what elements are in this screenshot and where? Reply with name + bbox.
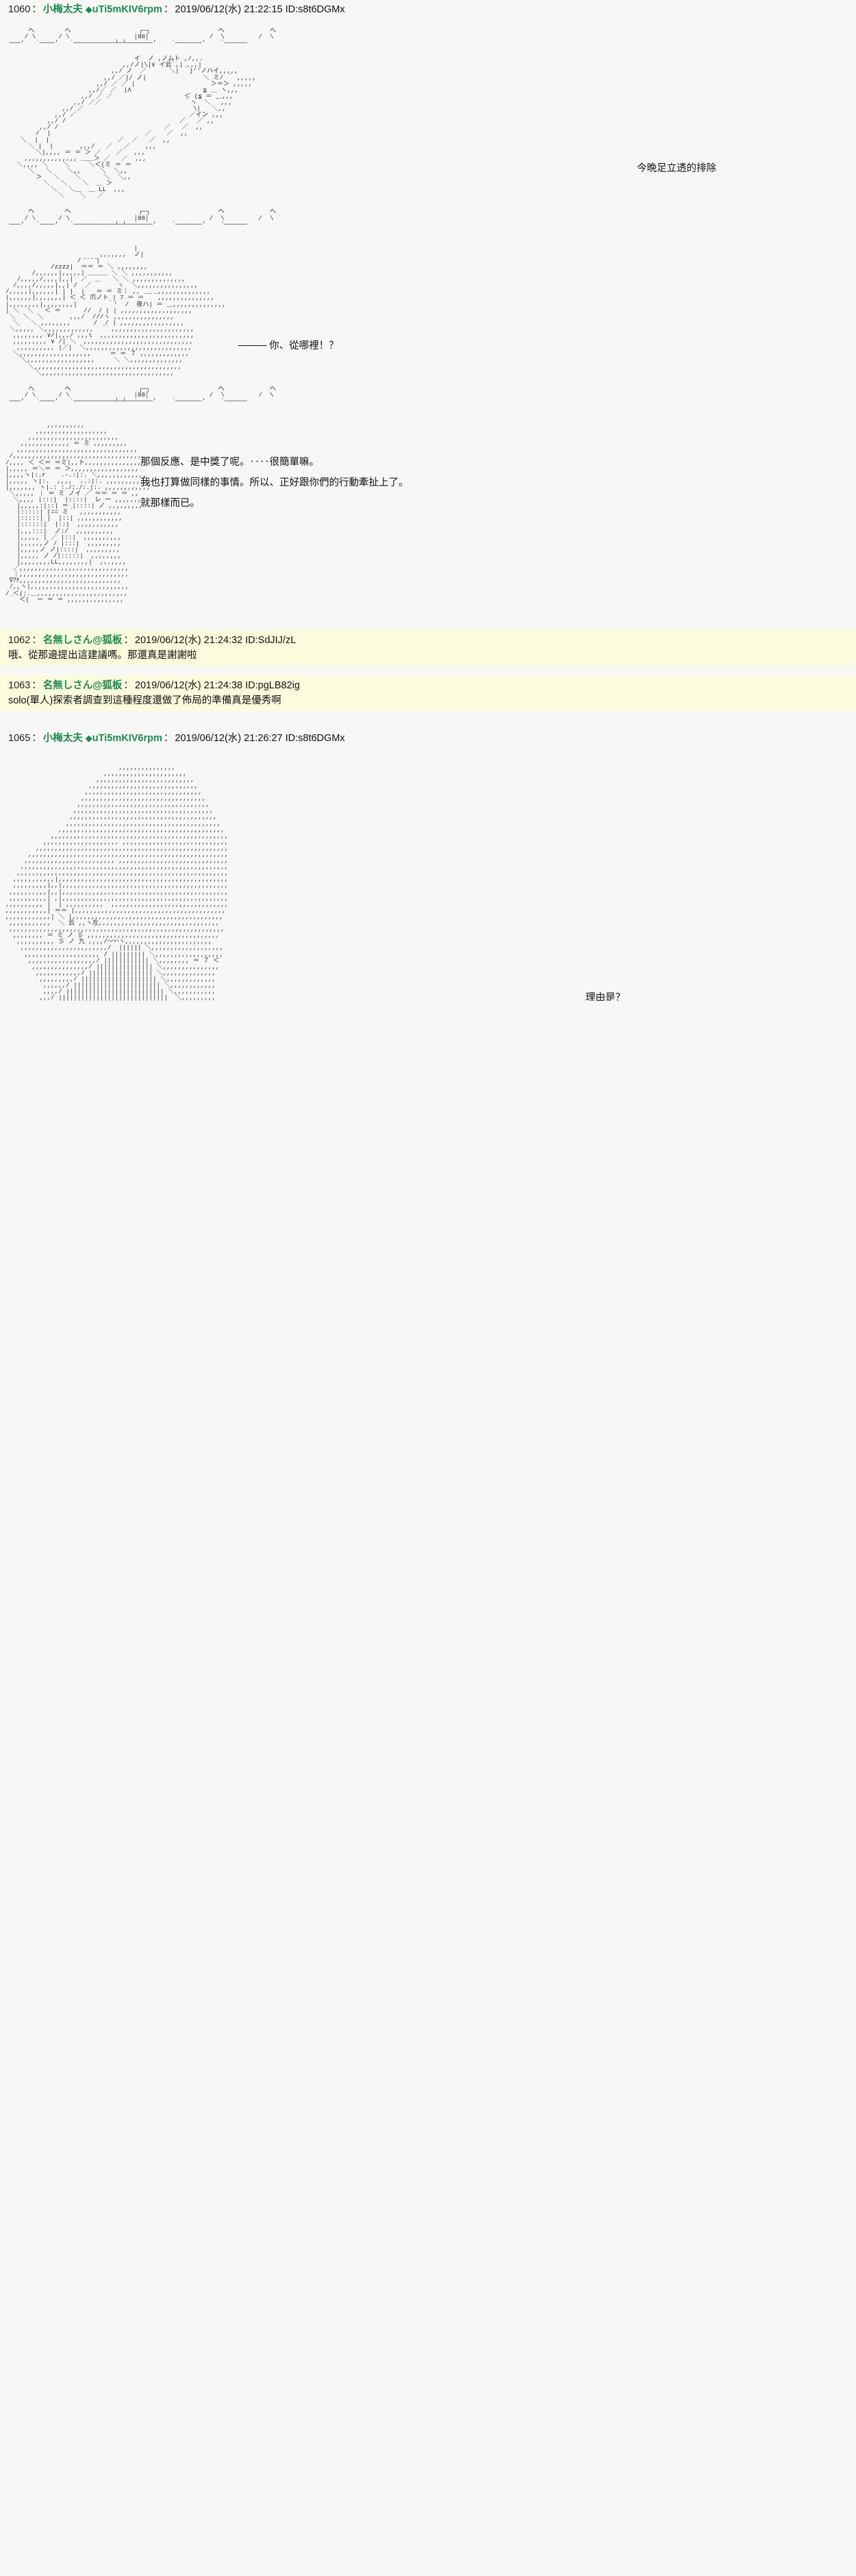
post-separator: ： bbox=[163, 732, 174, 744]
post-separator: ： bbox=[32, 732, 42, 744]
thread-page: 1060：小梅太夫 ◆uTi5mKIV6rpm：2019/06/12(水) 21… bbox=[0, 0, 856, 1001]
post-id: ID:s8t6DGMx bbox=[285, 4, 345, 15]
post-author[interactable]: 小梅太夫 bbox=[42, 732, 83, 744]
dialogue-line-2: ──── 你、從哪裡！？ bbox=[238, 338, 339, 353]
spacer bbox=[0, 227, 856, 245]
post-tripcode: uTi5mKIV6rpm bbox=[92, 732, 162, 744]
aa-border-top: へ へ ┌─┐ へ へ / \ / \ │88│ / \ / \ ───' `─… bbox=[9, 27, 277, 47]
post-body-line: 哦、從那邊提出這建議嗎。那還真是謝謝啦 bbox=[8, 649, 197, 661]
post-date: 2019/06/12(水) 21:24:32 bbox=[134, 634, 243, 646]
tripcode-diamond-icon: ◆ bbox=[85, 732, 92, 743]
spacer bbox=[0, 747, 856, 764]
post-author[interactable]: 名無しさん@狐板 bbox=[42, 679, 123, 691]
spacer bbox=[0, 404, 856, 422]
post-separator: ： bbox=[123, 679, 134, 691]
dialogue-line-3b: 我也打算做同樣的事情。所以、正好跟你們的行動牽扯上了。 bbox=[140, 477, 409, 488]
post-body-line: solo(單人)探索者調查到這種程度還做了佈局的準備真是優秀啊 bbox=[8, 695, 281, 706]
post-author[interactable]: 小梅太夫 bbox=[42, 4, 83, 15]
post-number: 1065 bbox=[8, 732, 31, 744]
spacer bbox=[0, 711, 856, 729]
post-1062: 1062：名無しさん@狐板：2019/06/12(水) 21:24:32 ID:… bbox=[0, 629, 856, 666]
dialogue-text: 你、從哪裡！？ bbox=[269, 340, 339, 351]
post-1060: 1060：小梅太夫 ◆uTi5mKIV6rpm：2019/06/12(水) 21… bbox=[0, 0, 856, 630]
post-1065: 1065：小梅太夫 ◆uTi5mKIV6rpm：2019/06/12(水) 21… bbox=[0, 729, 856, 1001]
post-header: 1065：小梅太夫 ◆uTi5mKIV6rpm：2019/06/12(水) 21… bbox=[0, 729, 856, 747]
aa-scene-3: ,,,,,,,,,, ,,,,,,,,,,,,,,,,,,, ,,,,,,,,,… bbox=[0, 422, 856, 603]
post-separator: ： bbox=[32, 4, 42, 15]
post-separator: ： bbox=[163, 4, 174, 15]
post-separator: ： bbox=[32, 679, 42, 691]
aa-border-bottom: へ へ ┌─┐ へ へ / \ / \ │88│ / \ / \ ───' `─… bbox=[9, 208, 277, 228]
post-header: 1060：小梅太夫 ◆uTi5mKIV6rpm：2019/06/12(水) 21… bbox=[0, 0, 856, 18]
aa-scene-1: へ へ ┌─┐ へ へ / \ / \ │88│ / \ / \ ───' `─… bbox=[0, 27, 856, 227]
post-author[interactable]: 名無しさん@狐板 bbox=[42, 634, 123, 646]
spacer bbox=[0, 603, 856, 630]
post-separator: ： bbox=[123, 634, 134, 646]
post-date: 2019/06/12(水) 21:24:38 bbox=[134, 679, 243, 691]
post-number: 1060 bbox=[8, 4, 31, 15]
aa-border-bottom-2: へ へ ┌─┐ へ へ / \ / \ │88│ / \ / \ ───' `─… bbox=[9, 384, 277, 405]
spacer bbox=[0, 666, 856, 675]
post-header: 1063：名無しさん@狐板：2019/06/12(水) 21:24:38 ID:… bbox=[0, 675, 856, 694]
dialogue-dash: ──── bbox=[238, 340, 267, 351]
post-id: ID:s8t6DGMx bbox=[285, 732, 345, 744]
aa-scene-4: ,,,,,,,,,,,,,,, ,,,,,,,,,,,,,,,,,,,,,, ,… bbox=[0, 764, 856, 1001]
post-separator: ： bbox=[32, 634, 42, 646]
aa-art-character-3: ,,,,,,,,,, ,,,,,,,,,,,,,,,,,,, ,,,,,,,,,… bbox=[5, 421, 155, 603]
post-header: 1062：名無しさん@狐板：2019/06/12(水) 21:24:32 ID:… bbox=[0, 630, 856, 649]
aa-art-hand: イ ノ ,ノムト ,/,,. ,,/ノ|\|∨ イ云`,| ,,,| ,,/ ノ… bbox=[16, 55, 256, 200]
post-number: 1063 bbox=[8, 679, 31, 691]
dialogue-line-1: 今晩足立透的排除 bbox=[637, 163, 716, 174]
spacer bbox=[0, 376, 856, 386]
spacer bbox=[0, 18, 856, 27]
post-id: ID:SdJIJ/zL bbox=[245, 634, 297, 646]
spacer bbox=[0, 46, 856, 55]
post-date: 2019/06/12(水) 21:26:27 bbox=[175, 732, 283, 744]
post-id: ID:pgLB82ig bbox=[245, 679, 300, 691]
post-1063: 1063：名無しさん@狐板：2019/06/12(水) 21:24:38 ID:… bbox=[0, 675, 856, 711]
post-date: 2019/06/12(水) 21:22:15 bbox=[175, 4, 283, 15]
aa-art-character-4: ,,,,,,,,,,,,,,, ,,,,,,,,,,,,,,,,,,,,,, ,… bbox=[5, 763, 229, 1001]
post-tripcode: uTi5mKIV6rpm bbox=[92, 4, 162, 15]
aa-scene-2: | ,,,,,,, ノ| / ̄ ̄ ̄ ̄| /zzzz| ＝＝ ＝ ＼ ,,… bbox=[0, 245, 856, 404]
dialogue-line-4: 理由是？ bbox=[586, 992, 625, 1001]
dialogue-line-3a: 那個反應、是中獎了呢。‥‥很簡單嘛。 bbox=[140, 456, 319, 468]
aa-art-character-2: | ,,,,,,, ノ| / ̄ ̄ ̄ ̄| /zzzz| ＝＝ ＝ ＼ ,,… bbox=[5, 244, 226, 377]
dialogue-line-3c: 就那樣而已。 bbox=[140, 497, 200, 509]
post-number: 1062 bbox=[8, 634, 31, 646]
spacer bbox=[0, 199, 856, 208]
tripcode-diamond-icon: ◆ bbox=[85, 4, 92, 14]
